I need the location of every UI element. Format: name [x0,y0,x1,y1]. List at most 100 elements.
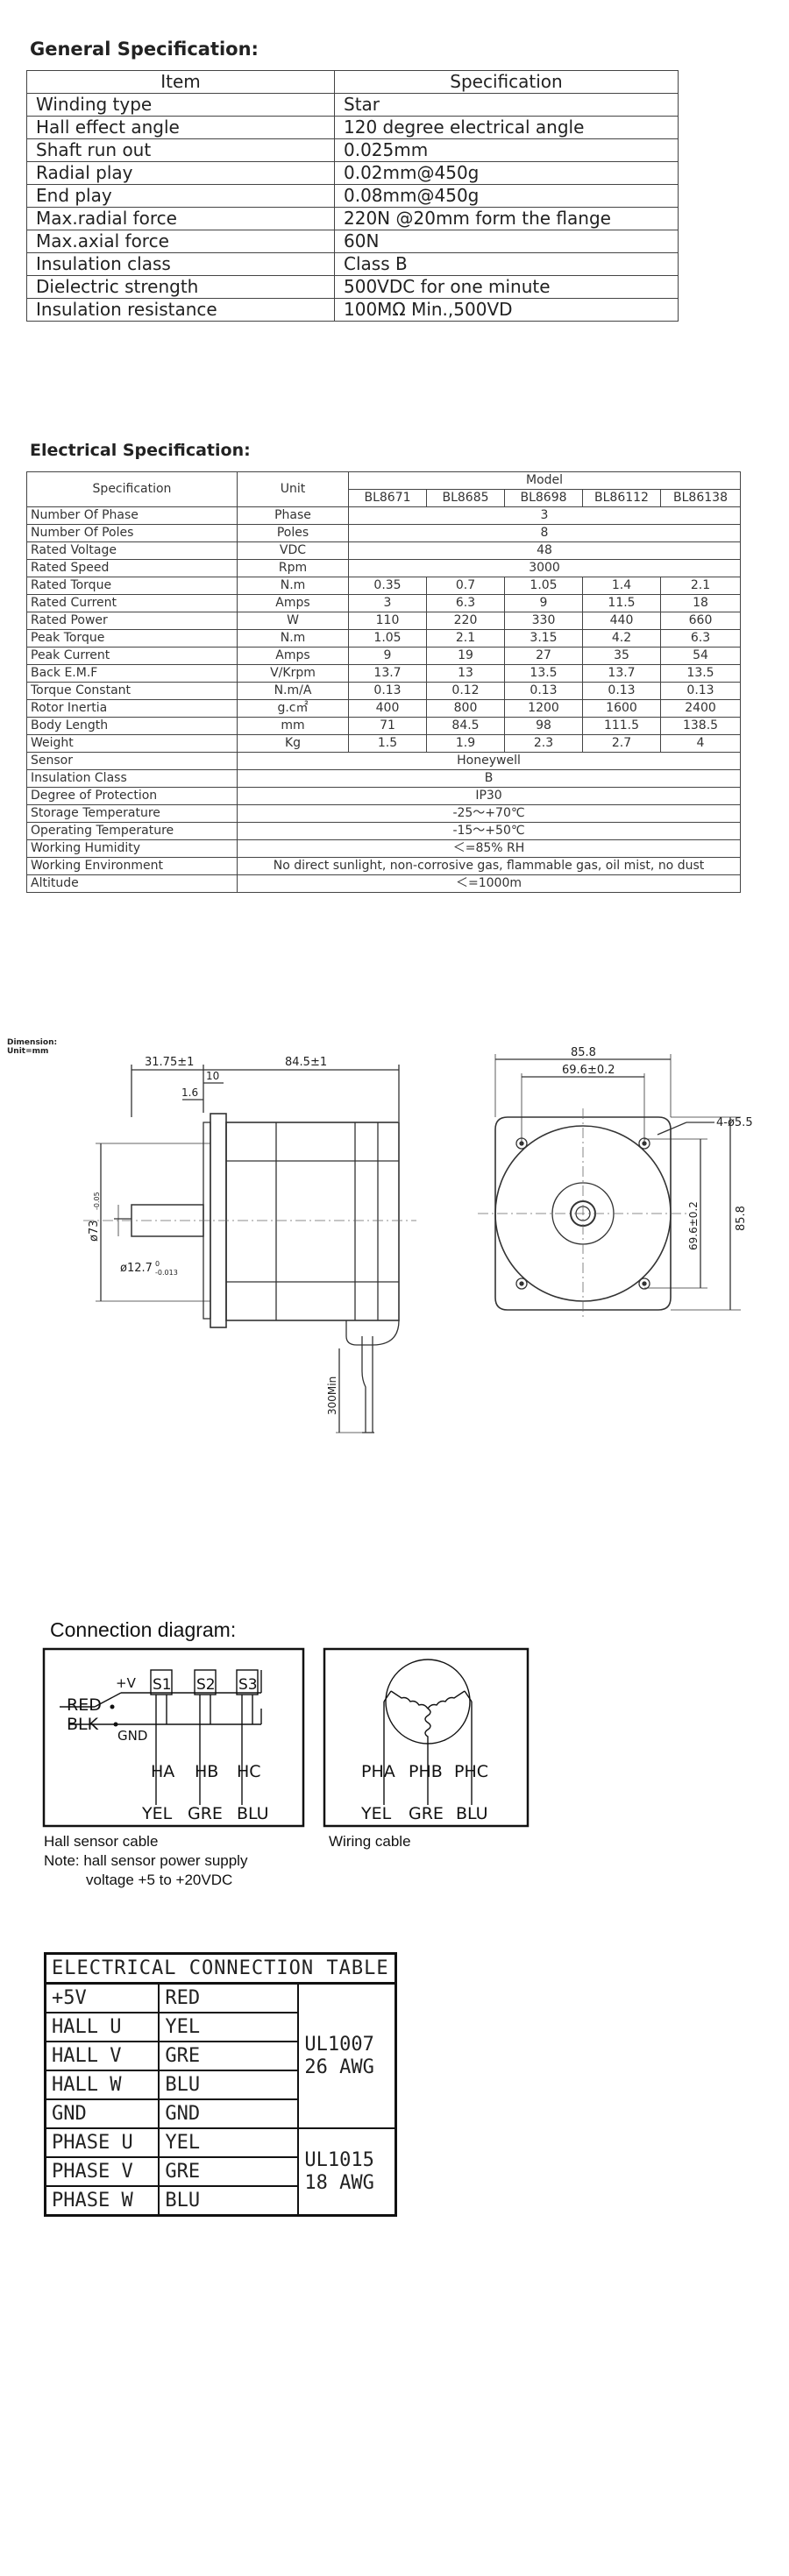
hall-b-label: HB [195,1762,218,1781]
ect-signal: +5V [44,1982,160,2013]
electrical-spec-unit: VDC [237,541,349,560]
ect-color: GRE [158,2156,300,2187]
electrical-spec-value: 8 [347,524,742,542]
dim-85-8-side: 85.8 [735,1206,748,1231]
electrical-spec-unit: W [237,612,349,630]
electrical-spec-label: Altitude [26,874,238,893]
electrical-spec-unit: Poles [237,524,349,542]
phase-a-color: YEL [360,1804,392,1823]
model-name-cell: BL8671 [348,489,427,507]
electrical-spec-label: Body Length [26,717,238,735]
electrical-spec-label: Rotor Inertia [26,699,238,718]
electrical-spec-value: 1200 [504,699,583,718]
ect-signal: PHASE V [44,2156,160,2187]
general-spec-item: Hall effect angle [26,116,335,139]
electrical-spec-value: 3.15 [504,629,583,648]
electrical-spec-value: 13.5 [659,664,742,683]
electrical-spec-value: ＜=1000m [236,874,742,893]
ect-color: YEL [158,2012,300,2042]
general-spec-value: Class B [334,252,679,276]
electrical-spec-unit: N.m/A [237,682,349,700]
ect-title: ELECTRICAL CONNECTION TABLE [44,1952,397,1985]
general-spec-value: 500VDC for one minute [334,275,679,299]
general-spec-item: Shaft run out [26,138,335,162]
electrical-spec-label: Peak Torque [26,629,238,648]
electrical-spec-label: Working Humidity [26,839,238,858]
hall-a-color: YEL [141,1804,173,1823]
dim-73: ø73 [88,1221,101,1242]
dim-10: 10 [206,1070,219,1082]
phase-b-color: GRE [409,1804,444,1823]
general-spec-value: 120 degree electrical angle [334,116,679,139]
dim-12-7-zero: 0 [155,1260,160,1268]
ect-signal: GND [44,2098,160,2129]
ect-color: GND [158,2098,300,2129]
ect-signal: PHASE W [44,2185,160,2217]
electrical-spec-label: Insulation Class [26,769,238,788]
electrical-spec-value: 3000 [347,559,742,577]
phase-c-label: PHC [454,1762,488,1781]
electrical-spec-value: 13.7 [348,664,427,683]
general-spec-value: 0.08mm@450g [334,184,679,208]
electrical-spec-value: 2.3 [504,734,583,753]
electrical-spec-value: 800 [426,699,505,718]
electrical-spec-value: 660 [659,612,742,630]
electrical-spec-value: 400 [348,699,427,718]
electrical-spec-unit: Amps [237,594,349,612]
electrical-spec-value: 0.12 [426,682,505,700]
electrical-spec-unit: Amps [237,647,349,665]
electrical-spec-value: 1600 [582,699,661,718]
electrical-connection-table: ELECTRICAL CONNECTION TABLE +5V RED UL10… [44,1952,397,2217]
phase-b-label: PHB [409,1762,443,1781]
electrical-spec-value: 13 [426,664,505,683]
electrical-spec-value: 3 [347,506,742,525]
dim-85-8-top: 85.8 [571,1047,596,1059]
model-name-cell: BL86138 [659,489,742,507]
sensor-s1-label: S1 [153,1676,172,1694]
hall-c-color: BLU [237,1804,269,1823]
electrical-spec-label: Storage Temperature [26,804,238,823]
general-spec-value: Star [334,93,679,117]
electrical-spec-value: 98 [504,717,583,735]
general-spec-item: Max.radial force [26,207,335,230]
electrical-spec-label: Rated Current [26,594,238,612]
electrical-spec-value: ＜=85% RH [236,839,742,858]
electrical-spec-value: 0.7 [426,577,505,595]
general-spec-item: Winding type [26,93,335,117]
electrical-spec-value: 6.3 [659,629,742,648]
electrical-spec-row: Operating Temperature-15～+50℃ [26,822,742,840]
electrical-spec-label: Sensor [26,752,238,770]
general-spec-value: 100MΩ Min.,500VD [334,298,679,322]
dim-84-5: 84.5±1 [285,1056,327,1069]
dim-12-7: ø12.7 [120,1262,153,1275]
electrical-spec-value: 35 [582,647,661,665]
motor-front-view: 85.8 69.6±0.2 4-ø5.5 69.6±0.2 85.8 [478,1047,753,1319]
electrical-spec-value: 2.1 [659,577,742,595]
sensor-s2-label: S2 [196,1676,216,1694]
electrical-spec-row: Working Humidity＜=85% RH [26,839,742,858]
electrical-spec-value: 13.7 [582,664,661,683]
electrical-spec-value: 1.05 [504,577,583,595]
dim-hole: 4-ø5.5 [716,1116,753,1129]
dim-300: 300Min [326,1376,338,1415]
electrical-spec-label: Torque Constant [26,682,238,700]
electrical-spec-value: 110 [348,612,427,630]
electrical-spec-unit: Phase [237,506,349,525]
electrical-spec-value: 13.5 [504,664,583,683]
general-spec-header-cell: Specification [334,70,679,94]
electrical-spec-value: 1.4 [582,577,661,595]
electrical-spec-value: 2400 [659,699,742,718]
connection-diagram-title: Connection diagram: [50,1618,237,1641]
